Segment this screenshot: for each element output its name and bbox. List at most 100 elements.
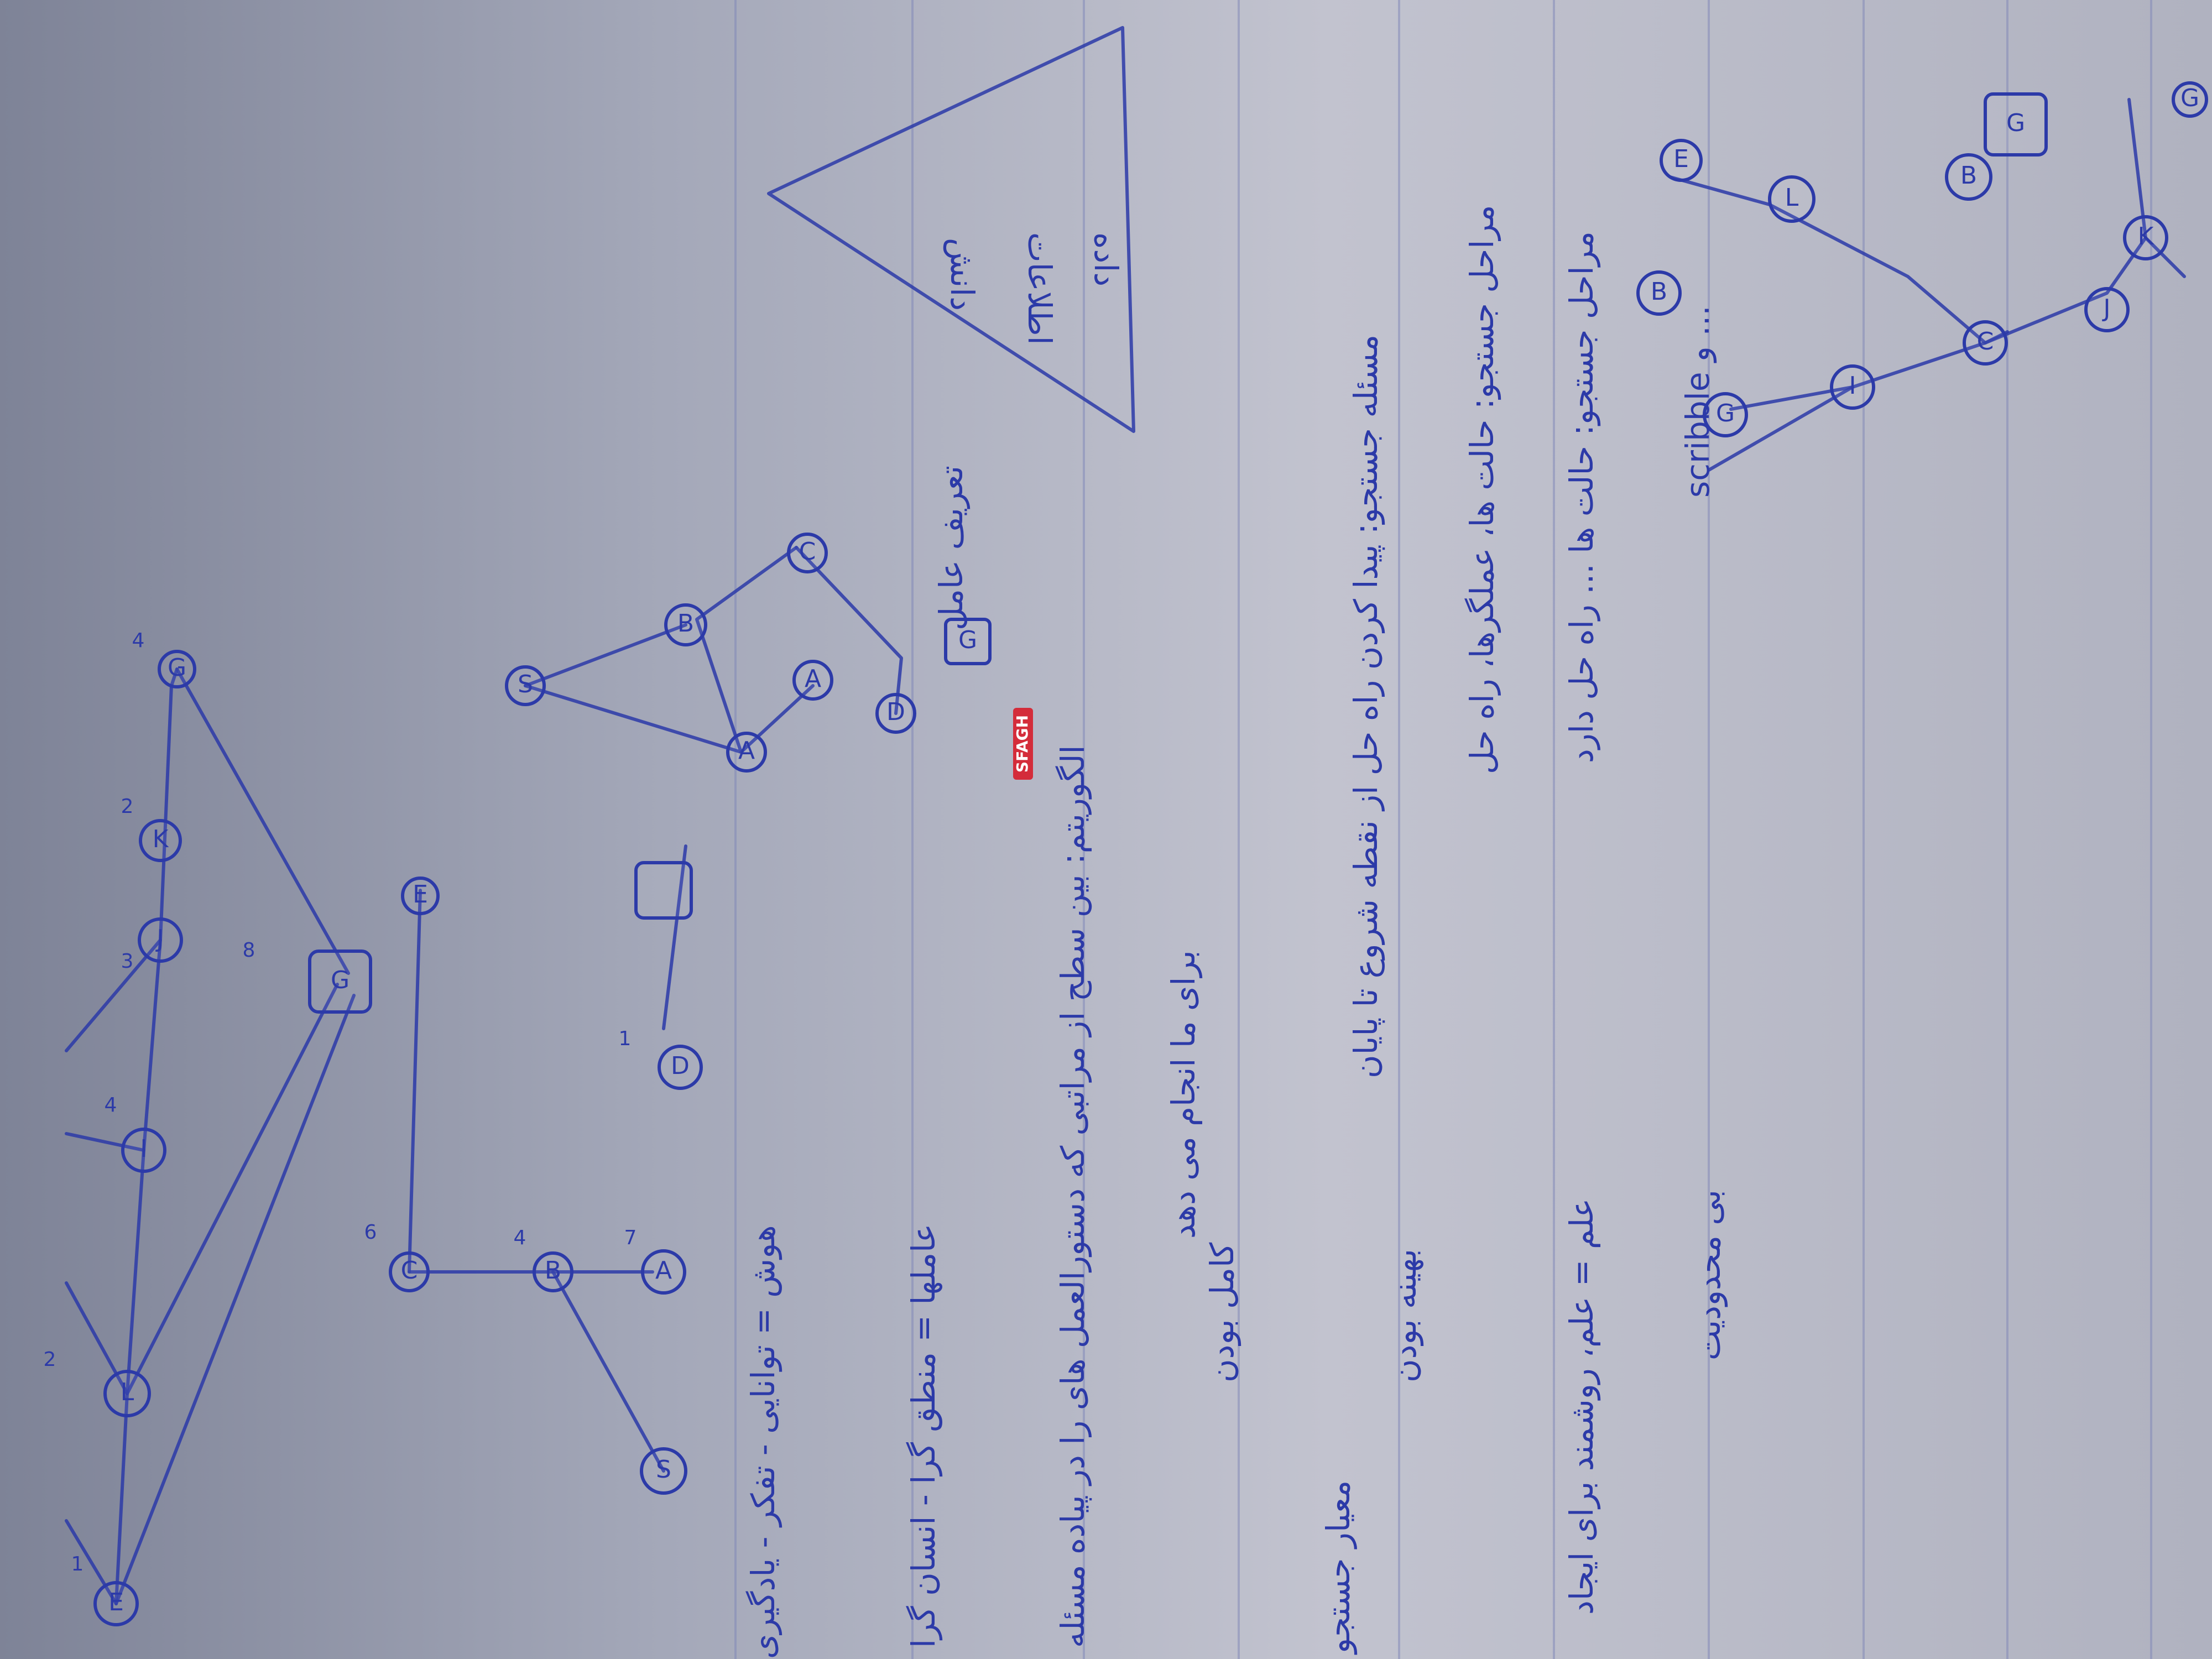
note-line: مراحل جستجو: حالت ها ... راه حل دارد [1563, 231, 1601, 763]
note-line: علم = علم، روشمند برای ایجاد [1563, 1198, 1601, 1615]
edge-weight: 1 [71, 1553, 84, 1575]
graph-right-tree: G K J G C I L B E B G [1636, 81, 2208, 472]
edge-weight: 4 [514, 1227, 526, 1249]
edge-weight: 1 [619, 1027, 632, 1050]
node-label: G [331, 966, 349, 994]
node-label: D [886, 698, 905, 726]
edge-weight: 3 [121, 950, 134, 973]
tree-node [2123, 215, 2168, 260]
note-line: معیار جستجو [1319, 1480, 1358, 1655]
graph-node [308, 950, 372, 1014]
node-label: A [738, 737, 755, 765]
edge-weight: 8 [243, 939, 255, 962]
node-label: C [1977, 327, 1994, 356]
tree-node [1660, 139, 1703, 182]
graph-node [389, 1251, 430, 1292]
node-label: L [121, 1378, 134, 1406]
graph-node [158, 650, 196, 688]
graph-node [121, 1128, 166, 1173]
node-label: K [2138, 222, 2154, 251]
edge-weight: 4 [105, 1094, 117, 1117]
edge-weight: 7 [624, 1227, 637, 1249]
note-line: عاملها = منطق گرا - انسان گرا [905, 1224, 943, 1648]
tree-node [1945, 153, 1992, 201]
node-label: C [799, 538, 816, 566]
node-label: S [518, 670, 533, 698]
graph-top: E L I J K G G C B A S D E 1 2 4 3 2 4 8 … [44, 629, 703, 1626]
handwritten-notes: هوش = توانایی - تفکر - یادگیری عاملها = … [744, 205, 1728, 1659]
ruled-lines [734, 0, 2152, 1659]
graph-node [139, 819, 182, 862]
note-line: scribble و ... [1679, 305, 1717, 498]
tree-node [1984, 92, 2048, 156]
note-line: مراحل جستجو: حالت ها، عملگرها، راه حل [1463, 205, 1501, 774]
graph-node [93, 1581, 139, 1626]
graph-node [533, 1251, 573, 1292]
node-label: B [1960, 161, 1977, 190]
node-label: J [155, 925, 164, 953]
graph-node [640, 1447, 687, 1495]
note-line: برای ما انجام می دهد [1165, 950, 1203, 1239]
note-line: الگوریتم: بین سطح از مراتبی که دستورالعم… [1054, 745, 1092, 1648]
graph-node [641, 1249, 686, 1295]
graph-node [658, 1045, 703, 1090]
tree-node [2172, 81, 2208, 118]
note-line: مسئله جستجو: پیدا کردن راه حل از نقطه شر… [1347, 335, 1385, 1078]
node-label: A [805, 665, 821, 693]
edge-weight: 4 [132, 629, 145, 652]
note-line: بهینه بودن [1386, 1249, 1424, 1383]
note-line: هوش = توانایی - تفکر - یادگیری [744, 1225, 782, 1659]
node-label: G [2006, 109, 2025, 137]
tree-node [664, 603, 707, 646]
brand-text: SFAGH [1013, 715, 1031, 773]
note-line: تعریف عامل [932, 466, 971, 630]
node-label: A [655, 1256, 672, 1285]
pyramid-label: داده [1087, 232, 1125, 286]
node-label: B [545, 1256, 561, 1285]
knowledge-pyramid: دانش اطلاعات داده [767, 26, 1135, 433]
tree-node [726, 732, 767, 773]
node-label: I [140, 1135, 148, 1163]
tree-node [505, 665, 546, 706]
tree-node [1703, 392, 1748, 437]
tree-node [2084, 287, 2130, 332]
tree-node [1963, 320, 2008, 366]
graph-node [138, 917, 183, 963]
node-label: B [677, 609, 694, 638]
node-label: E [413, 880, 428, 909]
tree-node [792, 660, 833, 701]
node-label: I [1849, 372, 1856, 400]
tree-node [1830, 364, 1875, 410]
graph-node [401, 877, 440, 915]
node-label: G [168, 654, 186, 682]
pyramid-label: اطلاعات [1021, 232, 1058, 345]
tree-node [875, 693, 916, 734]
node-label: E [1673, 145, 1689, 173]
graph-node [103, 1370, 151, 1417]
edge-weight: 2 [44, 1348, 56, 1371]
tree-node [1768, 175, 1815, 223]
tree-node [1636, 270, 1682, 316]
node-label: D [671, 1052, 690, 1080]
node-label: E [108, 1588, 124, 1616]
node-label: K [153, 825, 169, 853]
tree-node [787, 533, 828, 573]
pyramid-label: دانش [943, 238, 981, 311]
node-label: G [1716, 399, 1735, 427]
edge-weight: 2 [121, 795, 134, 818]
node-label: J [2102, 294, 2111, 322]
note-line: کامل بودن [1203, 1242, 1241, 1383]
graph-node [634, 861, 693, 920]
graph-middle-tree: S A B A C D G [505, 533, 992, 773]
node-label: G [2180, 84, 2199, 112]
node-label: L [1785, 184, 1799, 212]
brand-logo: SFAGH [1013, 708, 1033, 780]
tree-node [944, 618, 992, 665]
node-label: G [958, 626, 977, 654]
edge-weight: 6 [364, 1221, 377, 1244]
note-line: بی محدودیت [1690, 1190, 1728, 1360]
node-label: S [656, 1455, 671, 1484]
node-label: C [401, 1256, 418, 1285]
node-label: B [1651, 278, 1667, 306]
